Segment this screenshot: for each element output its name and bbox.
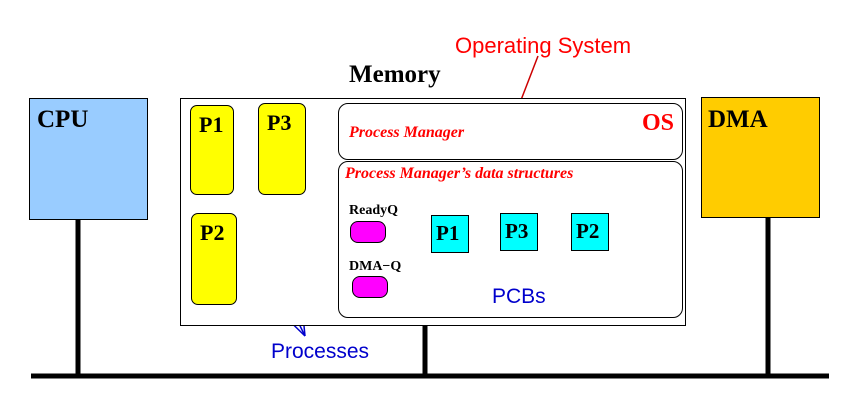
cpu-box: CPU [29,98,148,220]
operating-system-annotation: Operating System [455,33,632,58]
pcb-p2-label: P2 [576,219,600,243]
readyq-head [350,221,386,243]
process-p3-label: P3 [267,110,292,135]
pcb-p3: P3 [500,213,538,251]
pcb-p1-label: P1 [436,221,460,245]
pcbs-annotation: PCBs [492,285,546,308]
data-structures-title: Process Manager’s data structures [345,165,574,182]
dma-box: DMA [701,97,820,218]
cpu-label: CPU [37,106,89,133]
pcb-p3-label: P3 [505,219,529,243]
process-p2-label: P2 [200,220,225,245]
pcb-p1: P1 [431,215,469,253]
os-label: OS [641,110,674,136]
process-p2: P2 [191,213,237,305]
dmaq-head [352,276,388,298]
process-p1-label: P1 [199,112,224,137]
process-p3: P3 [258,103,306,195]
pcb-p2: P2 [571,213,609,251]
processes-annotation: Processes [271,340,370,363]
os-region: Process Manager OS [338,103,683,160]
dmaq-label: DMA−Q [349,259,402,274]
readyq-label: ReadyQ [349,203,398,218]
memory-title: Memory [349,61,441,88]
process-p1: P1 [190,105,234,195]
process-manager-label: Process Manager [349,124,465,141]
dma-label: DMA [708,106,768,133]
